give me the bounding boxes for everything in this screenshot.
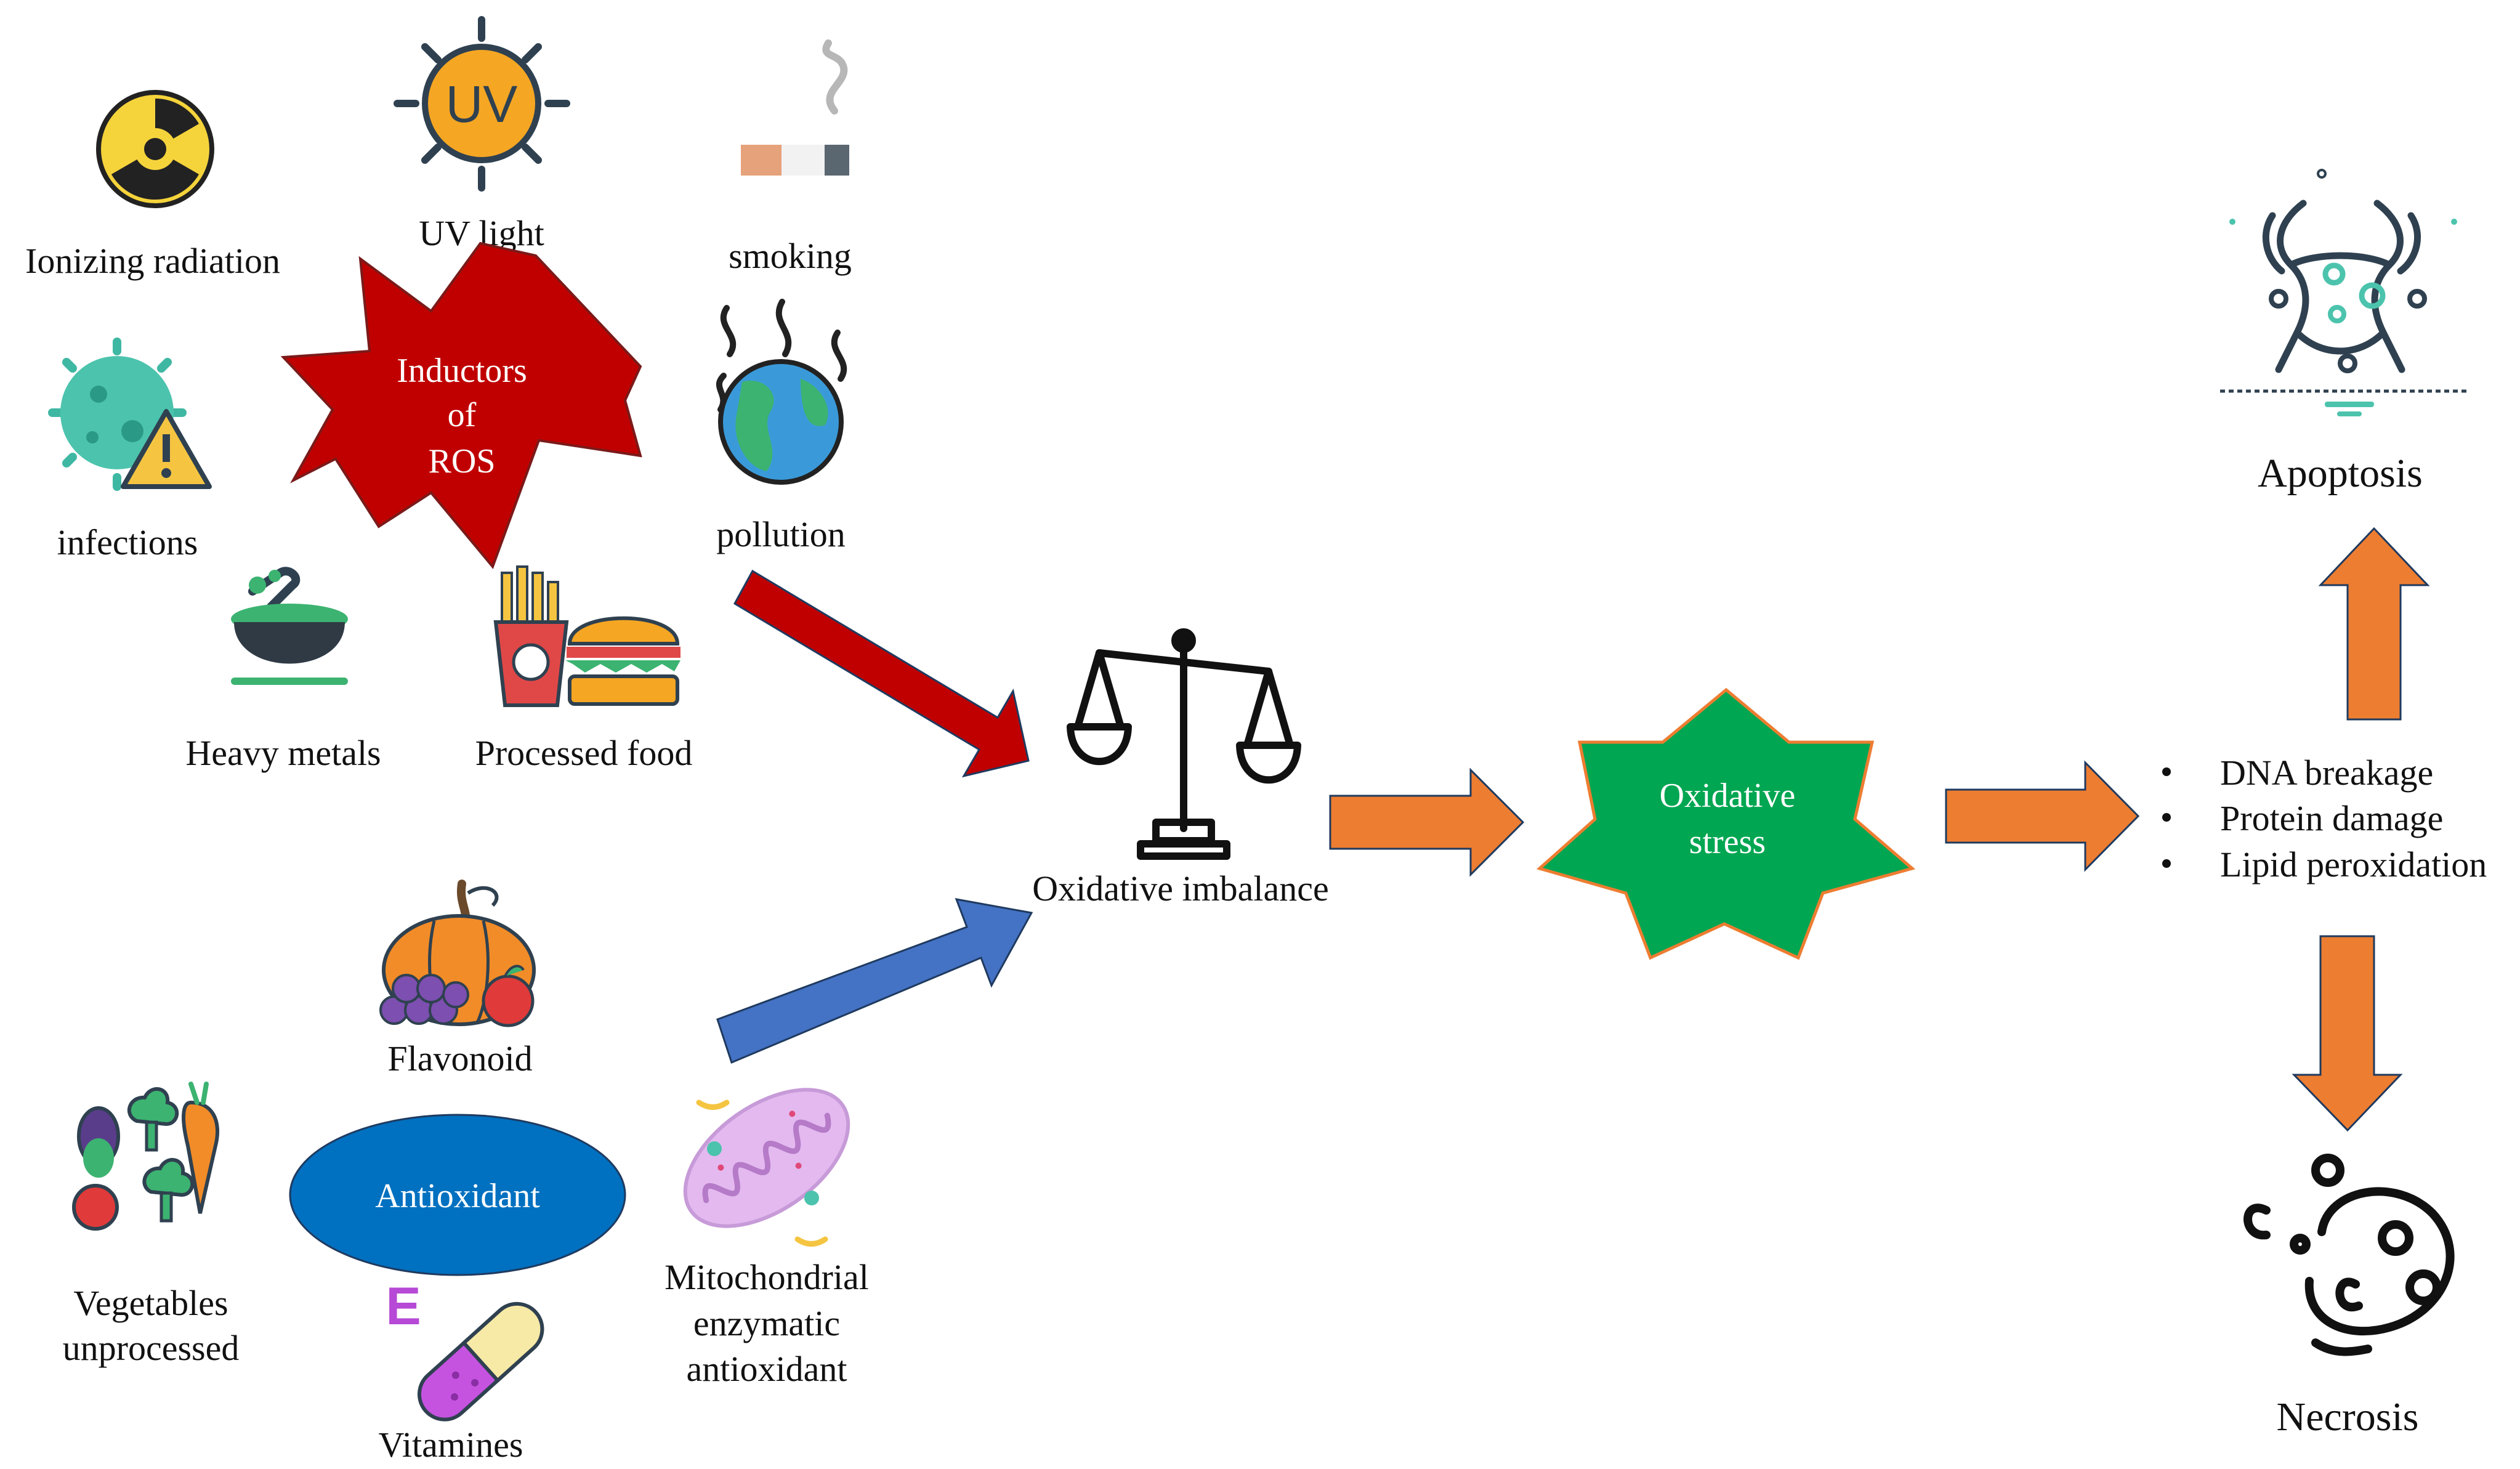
vegetables-icon bbox=[72, 1082, 220, 1231]
virus-warning-icon bbox=[48, 338, 212, 491]
oxidative-imbalance-label: Oxidative imbalance bbox=[1032, 868, 1329, 909]
ros-star-label-line2: of bbox=[448, 396, 477, 434]
pollution-label: pollution bbox=[716, 514, 845, 554]
vitamines-label: Vitamines bbox=[379, 1425, 523, 1465]
vitamin-capsule-icon: E bbox=[386, 1277, 544, 1422]
ros-star-label-line1: Inductors bbox=[397, 352, 527, 390]
to-apoptosis-arrow bbox=[2318, 527, 2430, 721]
processed-food-label: Processed food bbox=[475, 733, 693, 773]
stress-to-damage-arrow bbox=[1945, 760, 2140, 872]
smoking-label: smoking bbox=[729, 236, 852, 276]
fast-food-icon bbox=[493, 565, 680, 707]
stress-label-line2: stress bbox=[1689, 823, 1766, 861]
apoptosis-cell-icon bbox=[2220, 169, 2470, 416]
infections-label: infections bbox=[57, 522, 198, 562]
mito-label-line2: enzymatic bbox=[693, 1303, 840, 1343]
vitamin-e-text: E bbox=[386, 1277, 421, 1336]
mitochondria-icon bbox=[683, 1088, 850, 1247]
stress-label-line1: Oxidative bbox=[1660, 777, 1796, 815]
vegetables-label-line2: unprocessed bbox=[63, 1328, 240, 1368]
to-necrosis-arrow bbox=[2292, 935, 2403, 1132]
uv-icon-text: UV bbox=[446, 75, 518, 133]
uv-sun-icon: UV bbox=[394, 16, 570, 192]
inductors-of-ros-star: Inductors of ROS bbox=[280, 241, 642, 569]
vegetables-label-line1: Vegetables bbox=[73, 1283, 228, 1323]
pollution-earth-icon bbox=[716, 299, 847, 485]
ros-star-label-line3: ROS bbox=[429, 442, 496, 480]
necrosis-cell-icon bbox=[2243, 1154, 2455, 1356]
heavy-metals-label: Heavy metals bbox=[185, 733, 381, 773]
cauldron-icon bbox=[231, 567, 348, 685]
balance-scale-icon bbox=[1067, 628, 1301, 860]
ionizing-radiation-label: Ionizing radiation bbox=[25, 241, 280, 281]
imbalance-to-stress-arrow bbox=[1329, 767, 1525, 877]
mito-label-line1: Mitochondrial bbox=[664, 1257, 869, 1297]
damage-item: Lipid peroxidation bbox=[2220, 844, 2487, 884]
damage-item: DNA breakage bbox=[2220, 753, 2433, 793]
antioxidant-label: Antioxidant bbox=[375, 1177, 540, 1215]
radiation-icon bbox=[96, 90, 214, 208]
flavonoid-label: Flavonoid bbox=[387, 1038, 532, 1078]
necrosis-label: Necrosis bbox=[2277, 1394, 2419, 1439]
mito-label-line3: antioxidant bbox=[687, 1349, 847, 1389]
antioxidant-arrow bbox=[716, 898, 1033, 1064]
apoptosis-label: Apoptosis bbox=[2258, 451, 2423, 496]
oxidative-stress-star: Oxidative stress bbox=[1536, 687, 1916, 960]
damage-list: DNA breakage Protein damage Lipid peroxi… bbox=[2162, 753, 2487, 884]
pumpkin-fruit-icon bbox=[379, 880, 536, 1027]
inductors-arrow bbox=[733, 569, 1030, 778]
damage-item: Protein damage bbox=[2220, 798, 2443, 838]
antioxidant-ellipse: Antioxidant bbox=[289, 1114, 626, 1276]
cigarette-icon bbox=[741, 39, 849, 176]
